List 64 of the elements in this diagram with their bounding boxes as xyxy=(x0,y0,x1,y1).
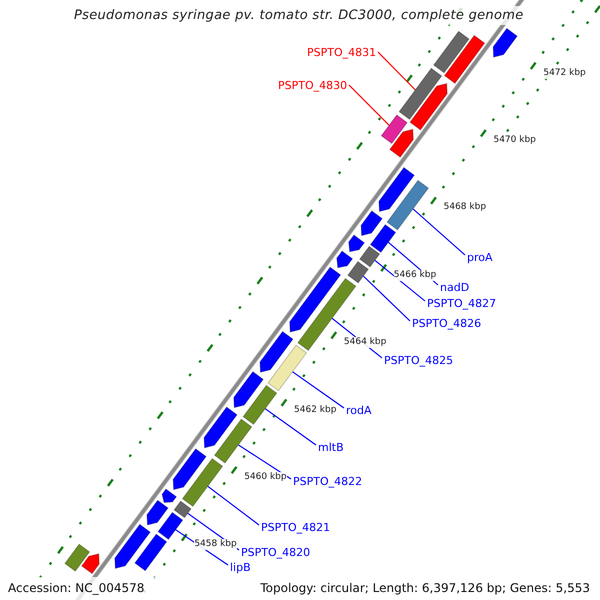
gene-bar xyxy=(389,128,414,158)
gene-bar xyxy=(386,180,429,230)
gene-bar xyxy=(260,330,294,373)
gene-bar xyxy=(433,30,470,74)
gene-bar xyxy=(336,250,354,268)
gene-bar xyxy=(360,210,383,236)
gene-label: mltB xyxy=(318,441,344,454)
gene-label: PSPTO_4825 xyxy=(384,354,454,367)
gene-bar xyxy=(444,34,486,84)
scale-label: 5462 kbp xyxy=(294,404,336,416)
gene-bar xyxy=(268,344,308,392)
gene-bar xyxy=(492,28,518,58)
gene-bar xyxy=(162,488,177,503)
scale-label: 5464 kbp xyxy=(344,337,386,348)
gene-bar xyxy=(359,246,380,268)
leader-line xyxy=(412,208,466,256)
gene-bar xyxy=(214,418,252,464)
gene-bar xyxy=(157,512,184,540)
leader-line xyxy=(378,52,416,90)
gene-bar xyxy=(204,406,238,448)
gene-label: lipB xyxy=(230,561,251,574)
gene-bar xyxy=(114,524,151,569)
scale-label: 5468 kbp xyxy=(444,202,486,214)
scale-label: 5458 kbp xyxy=(194,539,237,550)
gene-bar xyxy=(172,448,207,490)
gene-label: nadD xyxy=(440,281,470,294)
leader-line xyxy=(207,486,260,526)
gene-bar xyxy=(347,261,369,284)
gene-label: PSPTO_4830 xyxy=(278,79,348,92)
gene-bar xyxy=(134,534,168,572)
gene-bar xyxy=(398,68,442,120)
gene-label: PSPTO_4831 xyxy=(307,46,376,59)
gene-label: PSPTO_4822 xyxy=(293,475,362,488)
leader-line xyxy=(374,260,426,302)
gene-bar xyxy=(81,553,100,574)
gene-label: PSPTO_4827 xyxy=(427,297,496,310)
gene-bar xyxy=(370,224,396,253)
gene-bar xyxy=(233,371,264,408)
leader-line xyxy=(363,276,410,322)
gene-label: proA xyxy=(467,251,493,264)
genome-info-text: Topology: circular; Length: 6,397,126 bp; Genes: 5,553 xyxy=(260,581,590,596)
gene-bar xyxy=(409,82,448,130)
gene-label: PSPTO_4821 xyxy=(261,521,330,534)
gene-bar xyxy=(378,166,415,212)
gene-bar xyxy=(348,234,365,252)
scale-label: 5460 kbp xyxy=(244,472,287,483)
gene-bar xyxy=(146,500,169,526)
leader-line xyxy=(264,408,316,446)
leader-line xyxy=(348,84,390,126)
leader-line xyxy=(238,444,292,480)
scale-label: 5472 kbp xyxy=(543,68,586,79)
gene-bar xyxy=(182,458,224,507)
gene-bar xyxy=(289,266,342,333)
gene-bar xyxy=(242,384,278,425)
gene-bar xyxy=(64,544,90,572)
gene-label: PSPTO_4826 xyxy=(412,317,482,330)
scale-label: 5470 kbp xyxy=(493,135,536,146)
gene-bar xyxy=(380,114,408,144)
leader-line xyxy=(292,371,344,408)
accession-text: Accession: NC_004578 xyxy=(8,581,144,596)
gene-label: PSPTO_4820 xyxy=(241,546,310,559)
gene-label: rodA xyxy=(346,404,372,417)
gene-bar xyxy=(174,500,192,518)
scale-label: 5466 kbp xyxy=(394,270,436,281)
